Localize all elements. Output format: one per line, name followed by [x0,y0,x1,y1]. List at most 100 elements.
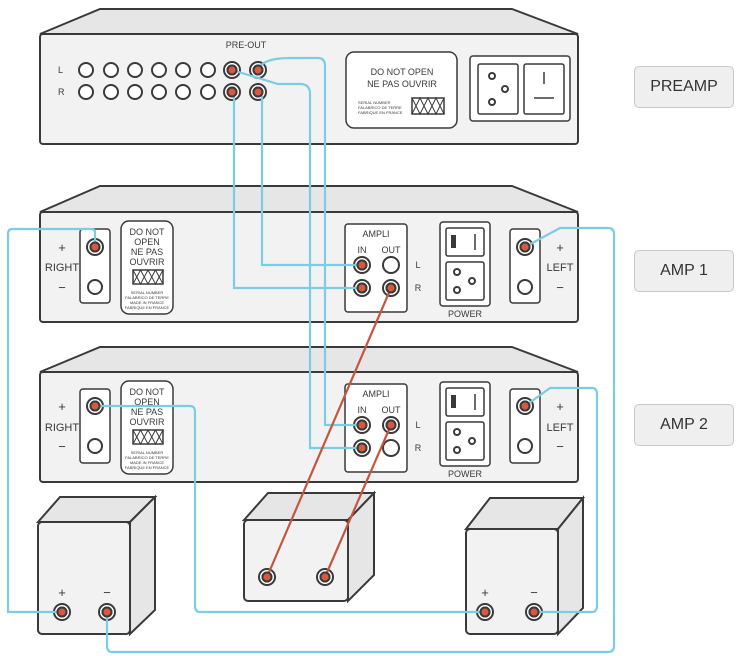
preamp-jack [175,84,191,100]
svg-text:OPEN: OPEN [134,237,160,247]
amp2-left-minus-terminal [517,438,533,454]
svg-text:−: − [58,280,66,295]
amp2-button[interactable]: AMP 2 [634,404,734,446]
svg-text:+: + [58,399,66,414]
red-cables [265,287,393,578]
svg-text:SERIAL NUMBER: SERIAL NUMBER [358,100,391,105]
preamp-warning-label: DO NOT OPEN NE PAS OUVRIR SERIAL NUMBER … [345,51,458,129]
svg-text:FALABRICO DE TERRE: FALABRICO DE TERRE [125,455,169,460]
preamp-jack [151,62,167,78]
preamp-jack [103,62,119,78]
svg-text:IN: IN [358,245,367,255]
svg-text:IN: IN [358,405,367,415]
amp1-right-minus-terminal [87,279,103,295]
preamp-jack [103,84,119,100]
preamp-l-label: L [58,65,63,75]
cable-amp2-right-plus [95,404,485,614]
power-socket-pin [488,72,496,80]
pre-out-label: PRE-OUT [226,40,267,50]
svg-text:FABRIQUE EN FRANCE: FABRIQUE EN FRANCE [125,465,170,470]
preamp-jack [200,84,216,100]
cable-amp1-right-plus [6,227,97,614]
amp1-left-minus-terminal [517,279,533,295]
svg-text:R: R [415,443,422,453]
preamp-jack [200,62,216,78]
preamp-power-panel [469,55,571,122]
svg-text:+: + [58,240,66,255]
cable-amp1-left-plus [105,226,616,654]
amp1-left-terminals: + LEFT − [509,228,574,304]
amp2-power-switch[interactable] [445,387,485,417]
speaker-left: + − [35,494,158,637]
cable-amp1-out-r-to-center [265,287,393,578]
svg-text:+: + [556,399,564,414]
amp1-button[interactable]: AMP 1 [634,250,734,292]
svg-text:−: − [58,439,66,454]
amp2-right-terminals: + RIGHT − [45,388,111,464]
amp1-power-label: POWER [448,309,483,319]
preamp-r-label: R [58,87,65,97]
amp2-power-panel: POWER [439,381,491,479]
svg-text:L: L [415,420,420,430]
jack-overlays [56,64,540,618]
power-socket-pin [488,98,496,106]
cable-amp2-out-l-to-center [323,424,393,578]
preamp-unit: PRE-OUT L R DO NOT OPE [39,8,579,145]
amp1-right-terminals: + RIGHT − [45,228,111,304]
svg-text:−: − [556,280,564,295]
svg-text:NE PAS: NE PAS [131,407,163,417]
svg-text:+: + [481,585,489,600]
amp2-left-label: LEFT [547,422,574,434]
svg-text:AMPLI: AMPLI [362,229,389,239]
amp1-right-label: RIGHT [45,262,80,274]
preamp-jack [151,84,167,100]
preamp-jack [127,62,143,78]
amp1-warning-label: DO NOT OPEN NE PAS OUVRIR SERIAL NUMBER … [120,220,174,315]
svg-text:MADE IN FRANCE: MADE IN FRANCE [130,300,165,305]
amp1-left-label: LEFT [547,262,574,274]
svg-text:FABRIQUE EN FRANCE: FABRIQUE EN FRANCE [125,305,170,310]
amp2-out-r-jack [382,439,400,457]
cable-amp2-left-plus [524,386,599,614]
svg-text:FALABRICO DE TERRE: FALABRICO DE TERRE [358,105,402,110]
preamp-jack [78,62,94,78]
svg-text:OUVRIR: OUVRIR [129,257,165,267]
power-socket-pin [501,85,509,93]
svg-text:+: + [58,585,66,600]
amp2-right-minus-terminal [87,438,103,454]
amp2-right-label: RIGHT [45,422,80,434]
svg-text:FABRIQUE EN FRANCE: FABRIQUE EN FRANCE [358,110,403,115]
svg-text:AMPLI: AMPLI [362,389,389,399]
svg-text:NE PAS: NE PAS [131,247,163,257]
svg-text:OPEN: OPEN [134,397,160,407]
amp2-warning-label: DO NOT OPEN NE PAS OUVRIR SERIAL NUMBER … [120,380,174,475]
preamp-button[interactable]: PREAMP [634,66,734,108]
preamp-jack [78,84,94,100]
svg-text:SERIAL NUMBER: SERIAL NUMBER [131,290,164,295]
svg-text:R: R [415,283,422,293]
power-switch[interactable] [523,63,565,115]
svg-text:−: − [556,439,564,454]
preamp-jack [127,84,143,100]
svg-text:NE PAS OUVRIR: NE PAS OUVRIR [367,79,437,89]
svg-text:−: − [103,585,111,600]
amp1-power-panel: POWER [439,221,491,319]
preamp-jack [175,62,191,78]
svg-text:OUVRIR: OUVRIR [129,417,165,427]
svg-text:DO NOT: DO NOT [130,227,166,237]
svg-text:DO NOT: DO NOT [130,387,166,397]
svg-text:DO NOT OPEN: DO NOT OPEN [371,67,434,77]
cable-preout-to-amp2-in-l [256,56,362,427]
amp1-power-switch[interactable] [445,227,485,257]
amp1-out-l-jack [382,256,400,274]
svg-text:SERIAL NUMBER: SERIAL NUMBER [131,450,164,455]
svg-text:MADE IN FRANCE: MADE IN FRANCE [130,460,165,465]
cable-preout-to-amp2-in-r [231,68,362,450]
svg-text:+: + [556,240,564,255]
svg-text:OUT: OUT [382,245,402,255]
svg-text:L: L [415,260,420,270]
svg-text:OUT: OUT [382,405,402,415]
amp2-power-label: POWER [448,469,483,479]
svg-text:FALABRICO DE TERRE: FALABRICO DE TERRE [125,295,169,300]
